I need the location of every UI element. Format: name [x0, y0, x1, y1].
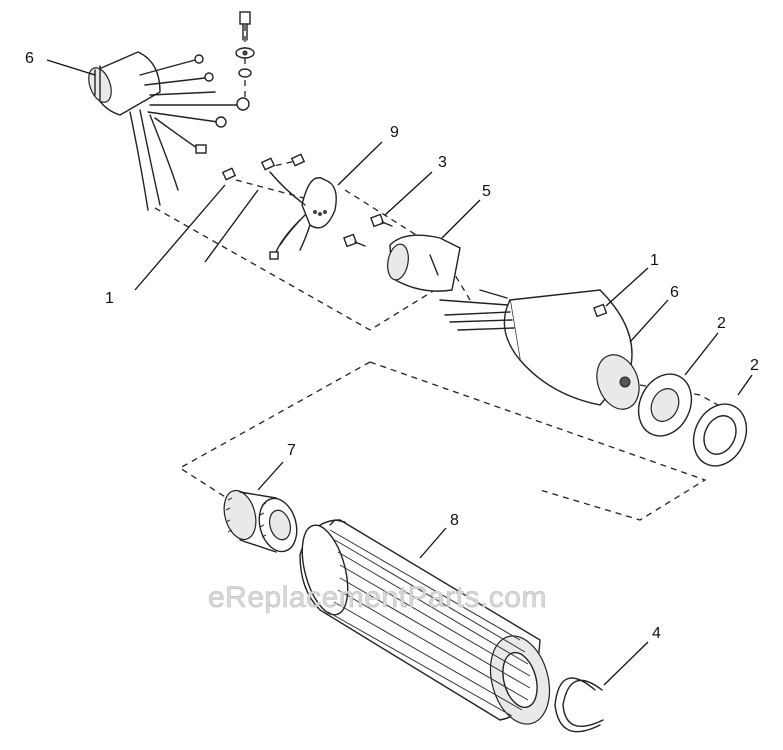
part-6-motor-top[interactable]: [84, 51, 250, 211]
callout-8: 8: [450, 512, 459, 529]
callout-4: 4: [652, 625, 661, 642]
part-1-screws-left[interactable]: [221, 153, 306, 181]
part-6-motor-middle[interactable]: [439, 289, 646, 415]
callouts: 6 1 9 3 5 1 6 2 2 7 8 4: [25, 50, 759, 642]
callout-1-left: 1: [105, 290, 114, 307]
part-3-screws[interactable]: [343, 213, 393, 248]
part-9-circuit-board[interactable]: [269, 171, 337, 260]
top-screw[interactable]: [235, 11, 255, 78]
part-1-screw-right[interactable]: [593, 303, 608, 318]
callout-6-top: 6: [25, 50, 34, 67]
callout-9: 9: [390, 124, 399, 141]
callout-7: 7: [287, 442, 296, 459]
part-2-washers[interactable]: [629, 365, 756, 474]
callout-1-right: 1: [650, 252, 659, 269]
leader-lines: [46, 59, 753, 686]
watermark-text: eReplacementParts.com: [208, 581, 547, 614]
part-4-snap-ring[interactable]: [554, 677, 604, 733]
callout-3: 3: [438, 154, 447, 171]
part-5-sleeve[interactable]: [385, 234, 461, 292]
callout-2-second: 2: [750, 357, 759, 374]
part-8-armature[interactable]: [294, 519, 559, 731]
part-7-gear[interactable]: [219, 487, 302, 556]
callout-6-middle: 6: [670, 284, 679, 301]
callout-5: 5: [482, 183, 491, 200]
callout-2-first: 2: [717, 315, 726, 332]
